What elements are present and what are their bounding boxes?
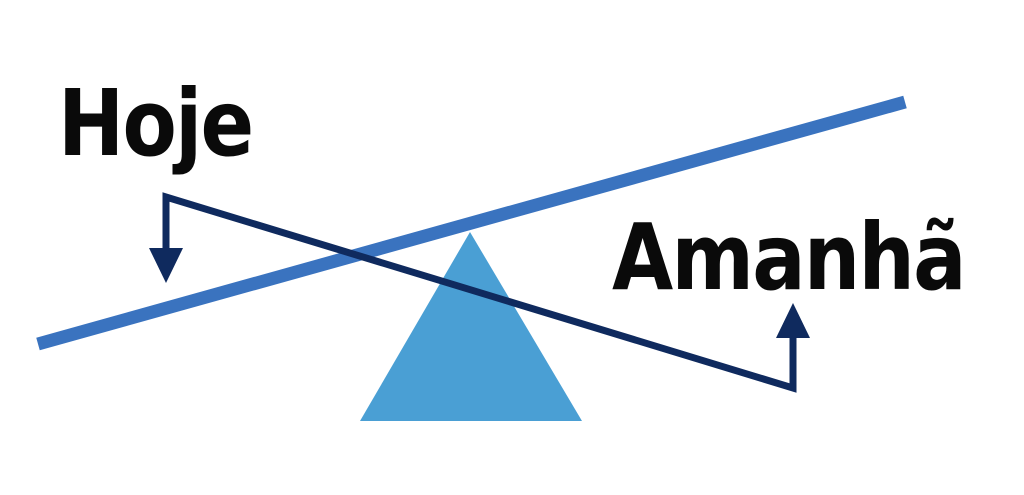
label-tomorrow: Amanhã xyxy=(612,204,967,311)
transfer-path xyxy=(162,192,797,393)
down-arrowhead-icon xyxy=(149,248,183,283)
fulcrum-triangle xyxy=(360,232,582,421)
seesaw-beam xyxy=(36,95,907,351)
label-today: Hoje xyxy=(58,70,254,177)
up-arrowhead-icon xyxy=(776,303,810,338)
